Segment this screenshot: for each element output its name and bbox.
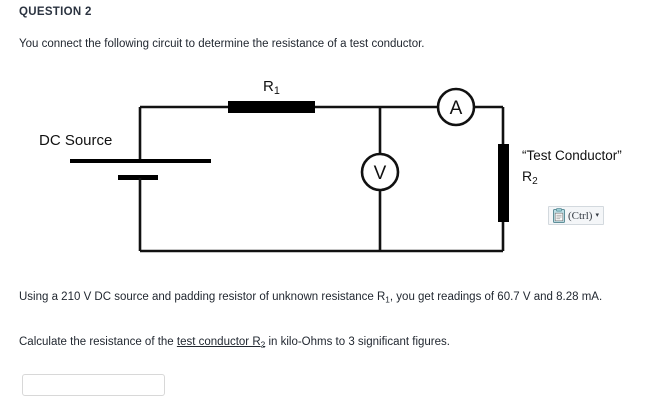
circuit-diagram: A V DC Source R1 “Test Conductor” R2 (0, 70, 669, 270)
battery-plate-short (118, 175, 158, 180)
readings-text: Using a 210 V DC source and padding resi… (19, 291, 602, 304)
clipboard-icon (552, 208, 566, 223)
battery-plate-long (70, 159, 211, 163)
readings-text-part2: , you get readings of 60.7 V and 8.28 mA… (389, 291, 603, 303)
calculate-text-part1: Calculate the resistance of the (19, 336, 177, 348)
paste-options-label: (Ctrl) (568, 209, 593, 222)
answer-input[interactable] (22, 374, 165, 396)
r2-label: R2 (522, 168, 538, 187)
calculate-text-part2: in kilo-Ohms to 3 significant figures. (265, 336, 450, 348)
r1-letter: R (263, 78, 274, 95)
circuit-schematic-svg: A V (70, 87, 509, 253)
question-intro-text: You connect the following circuit to det… (19, 38, 425, 50)
calculate-underlined-text: test conductor R (176, 336, 261, 348)
resistor-r1-body (228, 101, 315, 113)
r1-label: R1 (263, 78, 280, 97)
calculate-r2-subscript: 2 (260, 340, 266, 350)
readings-r1-subscript: 1 (385, 295, 390, 305)
r2-letter: R (522, 168, 533, 184)
dc-source-label: DC Source (39, 132, 113, 149)
calculate-text: Calculate the resistance of the test con… (19, 336, 450, 349)
r2-subscript: 2 (532, 175, 538, 187)
test-conductor-label: “Test Conductor” (522, 148, 622, 163)
page-title: QUESTION 2 (19, 6, 92, 18)
paste-options-button[interactable]: (Ctrl) ▾ (548, 206, 604, 225)
voltmeter-letter: V (374, 163, 387, 184)
r1-subscript: 1 (273, 85, 280, 98)
resistor-r2-body (498, 144, 509, 222)
test-conductor-link: test conductor R2 (176, 336, 266, 350)
ammeter-letter: A (450, 98, 463, 119)
chevron-down-icon: ▾ (595, 212, 599, 219)
readings-text-part1: Using a 210 V DC source and padding resi… (19, 291, 386, 303)
